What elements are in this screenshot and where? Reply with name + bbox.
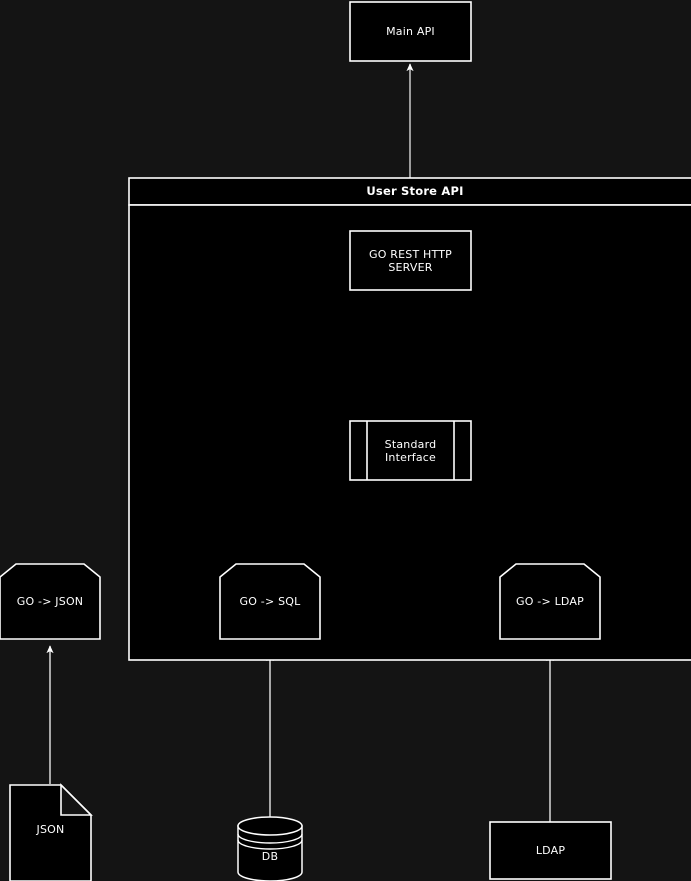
node-go-ldap[interactable] bbox=[499, 563, 601, 640]
db-cylinder-ring-3 bbox=[237, 839, 303, 850]
node-go-sql[interactable] bbox=[219, 563, 321, 640]
json-file-body bbox=[9, 784, 92, 881]
node-db[interactable] bbox=[237, 816, 303, 881]
node-ldap[interactable] bbox=[489, 821, 612, 880]
node-main-api[interactable] bbox=[349, 1, 472, 62]
standard-interface-body bbox=[349, 420, 472, 481]
node-go-json[interactable] bbox=[0, 563, 101, 640]
node-go-rest-http-server[interactable] bbox=[349, 230, 472, 291]
db-cylinder-ring-2 bbox=[237, 833, 303, 844]
node-standard-interface[interactable] bbox=[349, 420, 472, 481]
db-cylinder-ring-1 bbox=[237, 816, 303, 836]
container-header-bar bbox=[128, 177, 691, 206]
node-json-file[interactable] bbox=[9, 783, 93, 881]
json-file-fold-icon bbox=[60, 783, 93, 816]
